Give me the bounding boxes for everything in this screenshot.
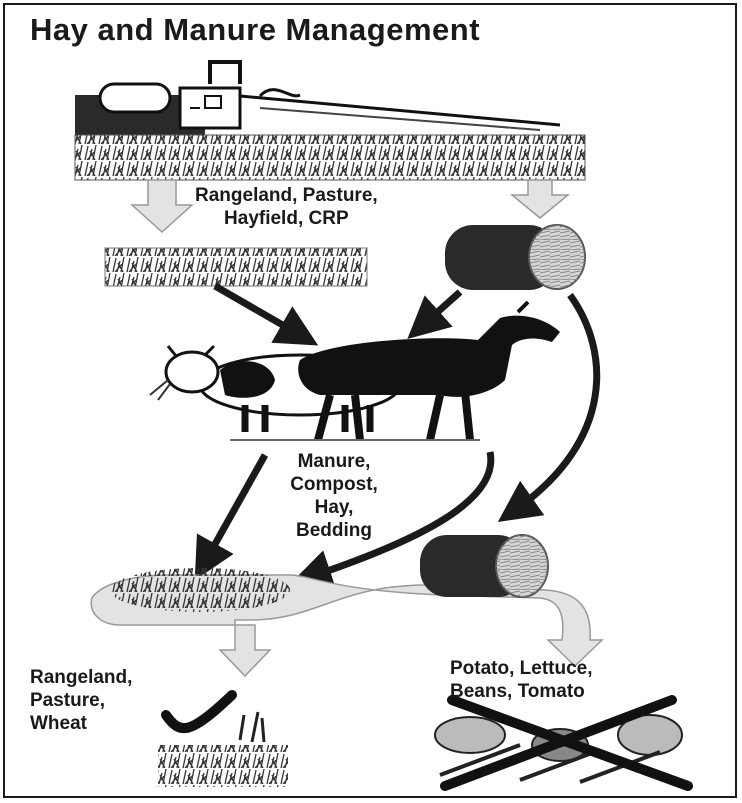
grass-field-top (75, 135, 585, 180)
sources-label: Rangeland, Pasture, Hayfield, CRP (195, 184, 378, 230)
unsafe-crops-line2: Beans, Tomato (450, 681, 585, 702)
down-arrow-left (130, 179, 194, 234)
arrow-animals-to-pile-right (290, 451, 495, 591)
down-arrow-right (509, 179, 571, 219)
grass-strip-icon (105, 248, 367, 286)
arrow-hay-to-storage (497, 292, 601, 523)
safe-crops-line1: Rangeland, (30, 667, 133, 688)
horse-icon (298, 300, 560, 442)
cross-out-icon (440, 695, 693, 791)
outputs-label-line1: Manure, (297, 451, 371, 472)
hay-bale-icon (445, 224, 586, 290)
outputs-label-line2: Compost, (290, 474, 378, 495)
unsafe-crops-label: Potato, Lettuce, Beans, Tomato (450, 657, 593, 703)
sources-label-line1: Rangeland, Pasture, (195, 185, 378, 206)
checkmark-icon (161, 690, 237, 734)
arrow-hay-to-animals (407, 289, 463, 339)
arrow-animals-to-pile-left (194, 453, 269, 581)
safe-crops-line3: Wheat (30, 713, 87, 734)
outputs-label-line4: Bedding (296, 520, 372, 541)
wheat-icon (158, 711, 288, 787)
page-title: Hay and Manure Management (30, 12, 481, 47)
sources-label-line2: Hayfield, CRP (224, 208, 349, 229)
outputs-label: Manure, Compost, Hay, Bedding (274, 450, 394, 542)
manure-pile-icon (110, 568, 290, 612)
unsafe-crops-line1: Potato, Lettuce, (450, 658, 593, 679)
safe-crops-label: Rangeland, Pasture, Wheat (30, 666, 132, 735)
outputs-label-line3: Hay, (314, 497, 354, 518)
safe-crops-line2: Pasture, (30, 690, 105, 711)
arrow-grass-to-animals (213, 282, 319, 346)
sprayer-tractor-icon (75, 60, 561, 135)
hay-bale-lower-icon (420, 534, 549, 598)
